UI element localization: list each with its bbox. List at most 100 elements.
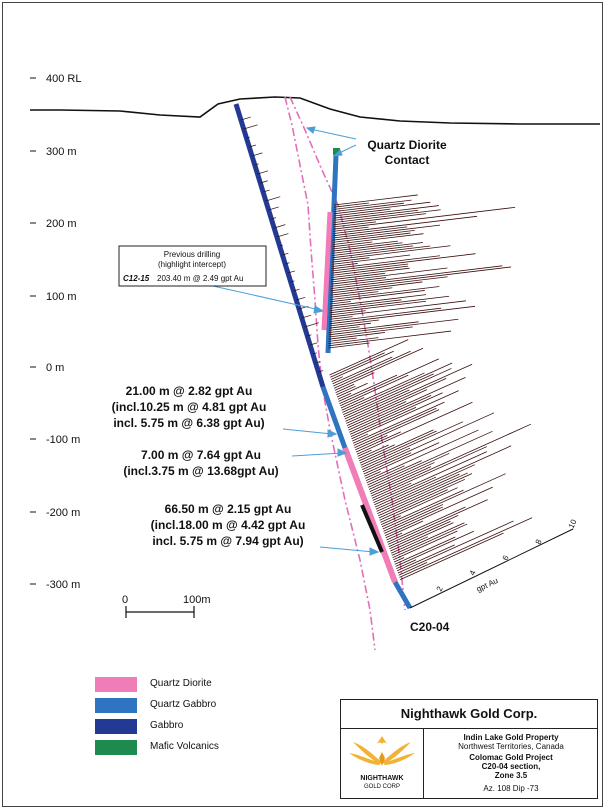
arrow-int2: [337, 448, 348, 457]
grade-tick: [240, 116, 251, 121]
grade-bar: [374, 445, 512, 508]
grade-bar: [335, 383, 355, 393]
grade-bar: [353, 407, 437, 446]
legend-item-quartz-gabbro: Quartz Gabbro: [95, 698, 325, 716]
grade-tick: [304, 322, 319, 328]
grade-bar: [398, 562, 428, 576]
zone-name: Zone 3.5: [494, 771, 528, 780]
contact-line-west: [284, 96, 376, 651]
grade-bar: [329, 339, 409, 376]
grade-bar: [400, 532, 504, 580]
grade-bar: [329, 301, 351, 305]
grade-bar: [345, 363, 473, 422]
previous-title: Previous drilling: [164, 250, 220, 259]
elev-label-m100: -100 m: [46, 434, 80, 446]
grade-bar: [393, 557, 405, 563]
grade-tick: [246, 136, 250, 139]
grade-bar: [368, 430, 493, 488]
grade-bar: [376, 473, 460, 512]
legend-item-quartz-diorite: Quartz Diorite: [95, 677, 325, 695]
grade-tick: [265, 196, 281, 202]
grade-tick: [285, 262, 290, 265]
grade-bar: [349, 392, 443, 435]
grade-axis: 2 4 6 8 10 gpt Au: [409, 517, 579, 609]
grade-bar: [328, 326, 360, 331]
legend-swatch: [95, 719, 137, 734]
grade-bar: [362, 447, 411, 470]
grade-bar: [332, 242, 403, 252]
grade-bar: [386, 532, 403, 541]
logo-line-2: GOLD CORP: [363, 784, 400, 790]
elev-label-400: 400 RL: [46, 73, 81, 85]
callout-leaders: [212, 126, 380, 556]
elev-label-100: 100 m: [46, 291, 77, 303]
arrow-previous: [313, 305, 325, 314]
grade-tick: [249, 144, 257, 148]
hole-c20-04-qgabbro-lower: [392, 580, 413, 610]
grade-tick: [260, 180, 268, 184]
legend-label: Mafic Volcanics: [150, 741, 219, 752]
grade-tick: [274, 224, 286, 229]
grade-bar: [371, 423, 532, 497]
grade-bar: [332, 206, 516, 230]
grade-bar: [352, 401, 445, 444]
grade-bar: [330, 277, 386, 285]
grade-bar: [352, 433, 369, 442]
grade-bar: [340, 397, 365, 409]
grade-tick: [287, 270, 295, 274]
grade-bar: [333, 205, 439, 219]
grade-bar: [332, 226, 408, 237]
grade-bar: [357, 449, 372, 457]
hole-orientation: Az. 108 Dip -73: [483, 784, 539, 793]
contact-label-line1: Quartz Diorite: [367, 138, 447, 152]
grade-bar: [378, 478, 466, 519]
grade-axis-line: [409, 528, 574, 609]
grade-bar: [333, 201, 431, 215]
grade-bar: [331, 245, 431, 259]
grade-tick-2: 2: [435, 585, 445, 593]
grade-bar: [333, 208, 391, 217]
grade-bar: [331, 255, 440, 270]
grade-bar: [332, 224, 441, 239]
grade-bar: [342, 362, 453, 413]
grade-bar: [347, 401, 407, 429]
grade-bar: [333, 194, 418, 206]
int3-line3: incl. 5.75 m @ 7.94 gpt Au): [152, 534, 303, 548]
grade-bar: [390, 536, 428, 554]
grade-bar: [389, 521, 451, 550]
grade-bar: [328, 326, 413, 338]
nighthawk-logo-icon: [349, 736, 415, 766]
elevation-axis: 400 RL 300 m 200 m 100 m 0 m -100 m -200…: [30, 73, 81, 591]
grade-bar: [329, 319, 380, 327]
legend-swatch: [95, 677, 137, 692]
grade-bar: [328, 337, 357, 342]
section-name: C20-04 section,: [481, 762, 541, 771]
elev-label-m200: -200 m: [46, 507, 80, 519]
grade-bar: [387, 499, 488, 545]
hole-c12-15-upper: [325, 154, 339, 354]
grade-tick: [243, 124, 258, 130]
grade-bar: [329, 307, 442, 322]
legend-swatch: [95, 698, 137, 713]
grade-bar: [346, 378, 447, 424]
arrow-contact-1: [305, 126, 316, 134]
grade-tick: [301, 314, 312, 319]
grade-bar: [331, 245, 451, 261]
elev-label-300: 300 m: [46, 146, 77, 158]
grade-bar: [378, 473, 473, 517]
grade-bar: [394, 536, 456, 565]
grade-bar: [350, 406, 417, 437]
elev-label-0: 0 m: [46, 362, 64, 374]
grade-bar: [361, 421, 463, 468]
grade-bar: [328, 322, 371, 329]
grade-bar: [396, 544, 455, 572]
previous-intercept: 203.40 m @ 2.49 gpt Au: [157, 274, 243, 283]
grade-bar: [359, 444, 395, 462]
project-name: Colomac Gold Project: [469, 753, 553, 762]
grade-bar: [331, 242, 424, 254]
grade-bar: [333, 213, 427, 226]
grade-bar: [365, 471, 381, 479]
grade-bar: [333, 202, 369, 208]
arrow-int1: [327, 429, 338, 438]
